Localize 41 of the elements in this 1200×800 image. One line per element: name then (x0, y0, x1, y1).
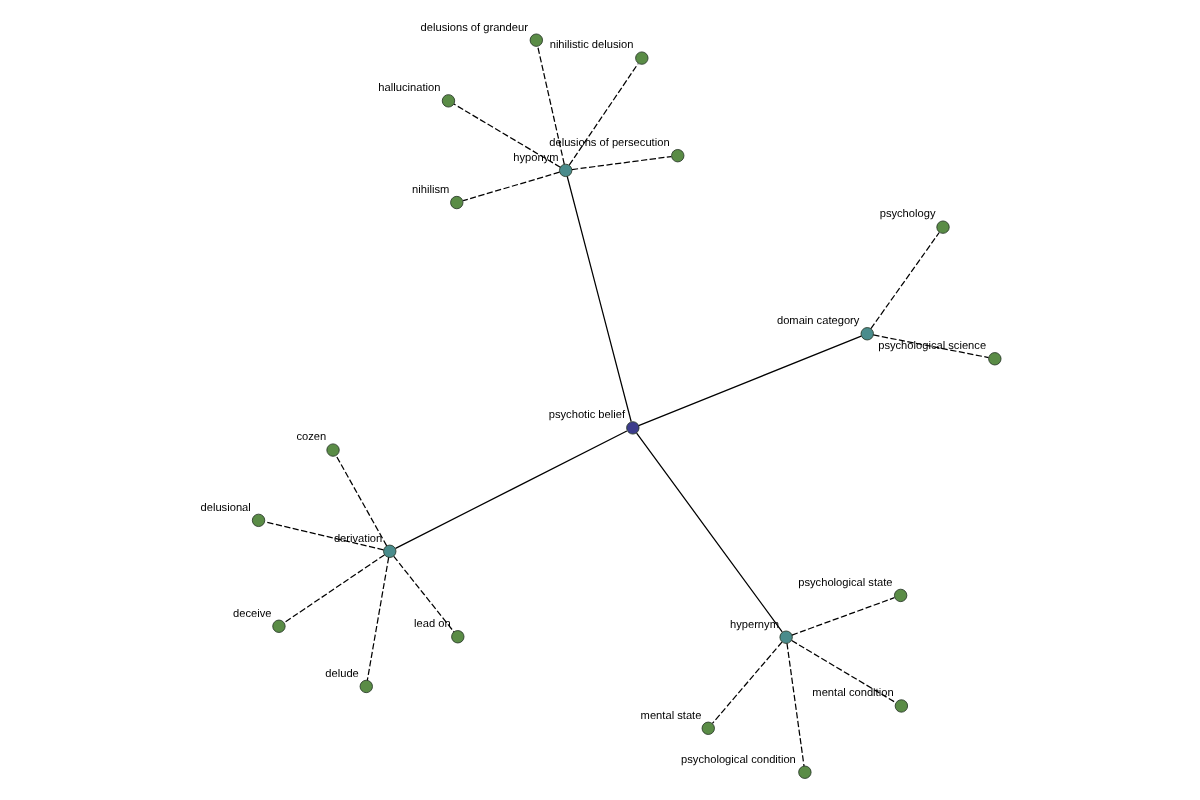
connector (791, 597, 895, 636)
node-circle (894, 588, 908, 603)
connector (394, 430, 628, 549)
node-circle (272, 619, 286, 633)
node-circle (701, 721, 715, 735)
node-circle (671, 149, 685, 163)
connector (566, 175, 632, 423)
node-circle (251, 513, 266, 527)
node-circle (626, 421, 640, 435)
node-circle (635, 51, 649, 65)
connector (462, 171, 561, 202)
node-circle (559, 163, 573, 178)
connector (393, 555, 455, 633)
node-circle (441, 94, 456, 108)
connector (786, 642, 805, 767)
connector (711, 641, 783, 724)
node-circle (894, 699, 909, 713)
connector (638, 335, 862, 427)
connector (366, 556, 390, 681)
connector (537, 46, 565, 165)
node-circle (450, 195, 464, 210)
node-circle (359, 679, 373, 694)
node-circle (529, 33, 543, 47)
connector (283, 554, 385, 624)
node-circle (798, 765, 812, 779)
connector (636, 432, 783, 633)
node-circle (936, 220, 950, 234)
connector (335, 454, 388, 547)
connector (791, 639, 897, 704)
node-circle (779, 630, 793, 644)
node-circle (988, 352, 1002, 366)
connector (870, 231, 940, 330)
node-circle (326, 443, 340, 457)
connector (568, 63, 639, 166)
connector (872, 334, 990, 359)
node-circle (860, 327, 874, 341)
connector (264, 521, 385, 551)
connector (453, 103, 561, 168)
node-circle (383, 544, 397, 558)
node-circle (451, 630, 465, 644)
connector (571, 155, 672, 171)
